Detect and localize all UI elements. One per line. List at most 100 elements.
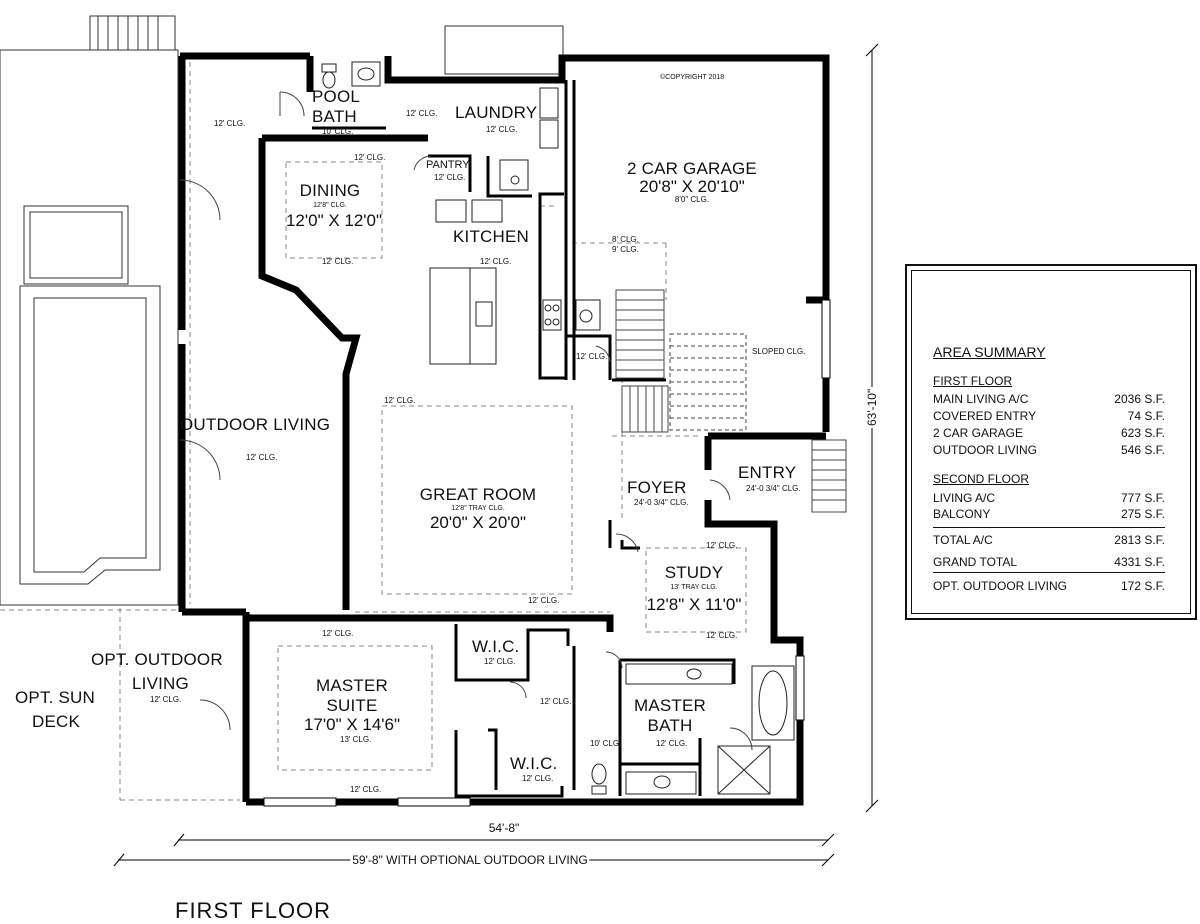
- summary-row-value: 275 S.F.: [1120, 507, 1165, 521]
- summary-row-label: TOTAL A/C: [933, 533, 993, 547]
- summary-row: TOTAL A/C 2813 S.F.: [933, 533, 1165, 547]
- pool-bath-label-line2: BATH: [312, 107, 357, 126]
- summary-row-value: 2036 S.F.: [1114, 392, 1165, 406]
- dining-tray-ceiling: 12'8" CLG.: [313, 202, 347, 209]
- master-bath-label-line2: BATH: [647, 716, 693, 735]
- study-tray-ceiling: 13' TRAY CLG.: [670, 584, 718, 591]
- pool-bath-ceiling: 10' CLG.: [322, 127, 354, 136]
- wic-1-ceiling: 12' CLG.: [484, 657, 516, 666]
- foyer-label: FOYER: [627, 478, 687, 497]
- summary-row-value: 2813 S.F.: [1114, 533, 1165, 547]
- entry-label: ENTRY: [738, 463, 797, 482]
- doors: [179, 91, 753, 751]
- master-suite-ceiling-top: 12' CLG.: [322, 629, 354, 638]
- summary-row-label: OPT. OUTDOOR LIVING: [933, 579, 1068, 593]
- master-suite-size: 17'0" X 14'6": [303, 715, 401, 734]
- interior-walls: [312, 80, 736, 798]
- dining-label: DINING: [299, 181, 361, 200]
- area-summary-title: AREA SUMMARY: [933, 344, 1046, 360]
- dining-ceiling-top: 12' CLG.: [354, 153, 386, 162]
- garage-ceiling: 8'0" CLG.: [674, 195, 710, 204]
- opt-sun-deck-label-line2: DECK: [32, 712, 81, 731]
- great-room-label: GREAT ROOM: [419, 485, 537, 504]
- sloped-ceiling: SLOPED CLG.: [752, 347, 806, 356]
- summary-row-label: GRAND TOTAL: [933, 555, 1018, 569]
- overall-width-optional: 59'-8" WITH OPTIONAL OUTDOOR LIVING: [350, 853, 590, 867]
- summary-row: BALCONY 275 S.F.: [933, 507, 1165, 521]
- wic-2-ceiling: 12' CLG.: [522, 774, 554, 783]
- area-summary-box: AREA SUMMARY FIRST FLOOR MAIN LIVING A/C…: [905, 264, 1197, 620]
- summary-divider: [933, 572, 1165, 573]
- great-room-tray-ceiling: 12'8" TRAY CLG.: [451, 505, 505, 512]
- great-room-ceiling-top: 12' CLG.: [384, 396, 416, 405]
- garage-size: 20'8" X 20'10": [639, 177, 745, 196]
- wic-1-label: W.I.C.: [472, 637, 520, 656]
- foyer-ceiling: 24'-0 3/4" CLG.: [634, 498, 689, 507]
- kitchen-ceiling: 12' CLG.: [480, 257, 512, 266]
- laundry-hall-ceiling: 12' CLG.: [406, 109, 438, 118]
- upper-deck-stairs: [89, 15, 564, 75]
- overall-depth: 63'-10": [865, 386, 879, 428]
- dining-ceiling-bottom: 12' CLG.: [322, 257, 354, 266]
- study-label: STUDY: [664, 563, 724, 582]
- pool-area: [0, 49, 179, 606]
- second-floor-heading: SECOND FLOOR: [933, 472, 1030, 486]
- master-suite-label-line2: SUITE: [326, 696, 378, 715]
- entry-ceiling: 24'-0 3/4" CLG.: [746, 484, 801, 493]
- great-room-ceiling-bottom: 12' CLG.: [528, 596, 560, 605]
- summary-row-value: 546 S.F.: [1120, 443, 1165, 457]
- garage-stair-ceiling-1: 8' CLG.: [612, 235, 639, 244]
- summary-row-value: 172 S.F.: [1120, 579, 1165, 593]
- summary-row-value: 623 S.F.: [1120, 426, 1165, 440]
- laundry-fixtures: [321, 61, 601, 331]
- walls: [178, 52, 830, 806]
- summary-row-value: 4331 S.F.: [1114, 555, 1165, 569]
- copyright-note: ©COPYRIGHT 2018: [660, 74, 725, 81]
- master-bath-ceiling: 12' CLG.: [656, 739, 688, 748]
- garage-label: 2 CAR GARAGE: [627, 159, 757, 178]
- laundry-label: LAUNDRY: [455, 103, 538, 122]
- summary-row: OUTDOOR LIVING 546 S.F.: [933, 443, 1165, 457]
- summary-row-value: 74 S.F.: [1127, 409, 1165, 423]
- summary-row: LIVING A/C 777 S.F.: [933, 491, 1165, 505]
- study-ceiling-top: 12' CLG.: [706, 541, 738, 550]
- summary-row-label: LIVING A/C: [933, 491, 996, 505]
- master-bath-label-line1: MASTER: [633, 696, 707, 715]
- opt-outdoor-label-line2: LIVING: [132, 674, 189, 693]
- master-suite-ceiling: 13' CLG.: [340, 735, 372, 744]
- master-suite-label-line1: MASTER: [315, 676, 389, 695]
- kitchen-label: KITCHEN: [453, 227, 530, 246]
- summary-row: 2 CAR GARAGE 623 S.F.: [933, 426, 1165, 440]
- outdoor-living-label: OUTDOOR LIVING: [180, 415, 331, 434]
- outdoor-living-ceiling: 12' CLG.: [246, 453, 278, 462]
- floor-title: FIRST FLOOR: [175, 898, 332, 923]
- pantry-label: PANTRY: [426, 159, 470, 171]
- opt-outdoor-ceiling: 12' CLG.: [150, 695, 182, 704]
- summary-row: MAIN LIVING A/C 2036 S.F.: [933, 392, 1165, 406]
- master-hall-ceiling: 12' CLG.: [540, 697, 572, 706]
- first-floor-heading: FIRST FLOOR: [933, 374, 1013, 388]
- area-summary-inner-border: [911, 270, 1191, 614]
- kitchen-fixtures: [429, 199, 562, 365]
- summary-row-label: 2 CAR GARAGE: [933, 426, 1024, 440]
- closet-ceiling: 12' CLG.: [576, 352, 608, 361]
- summary-row-label: BALCONY: [933, 507, 991, 521]
- summary-row: GRAND TOTAL 4331 S.F.: [933, 555, 1165, 569]
- opt-sun-deck-label-line1: OPT. SUN: [15, 688, 96, 707]
- summary-row-label: COVERED ENTRY: [933, 409, 1037, 423]
- summary-row-label: OUTDOOR LIVING: [933, 443, 1038, 457]
- windows: [263, 299, 831, 807]
- stairs: [615, 289, 847, 513]
- summary-row-value: 777 S.F.: [1120, 491, 1165, 505]
- summary-divider: [933, 527, 1165, 528]
- master-suite-ceiling-bottom: 12' CLG.: [350, 785, 382, 794]
- water-closet-ceiling: 10' CLG.: [590, 739, 622, 748]
- pool-bath-label-line1: POOL: [312, 87, 361, 106]
- summary-row: COVERED ENTRY 74 S.F.: [933, 409, 1165, 423]
- overall-width: 54'-8": [488, 821, 520, 835]
- pantry-ceiling: 12' CLG.: [434, 173, 466, 182]
- dining-size: 12'0" X 12'0": [285, 211, 383, 230]
- summary-row: OPT. OUTDOOR LIVING 172 S.F.: [933, 579, 1165, 593]
- opt-outdoor-label-line1: OPT. OUTDOOR: [91, 650, 223, 669]
